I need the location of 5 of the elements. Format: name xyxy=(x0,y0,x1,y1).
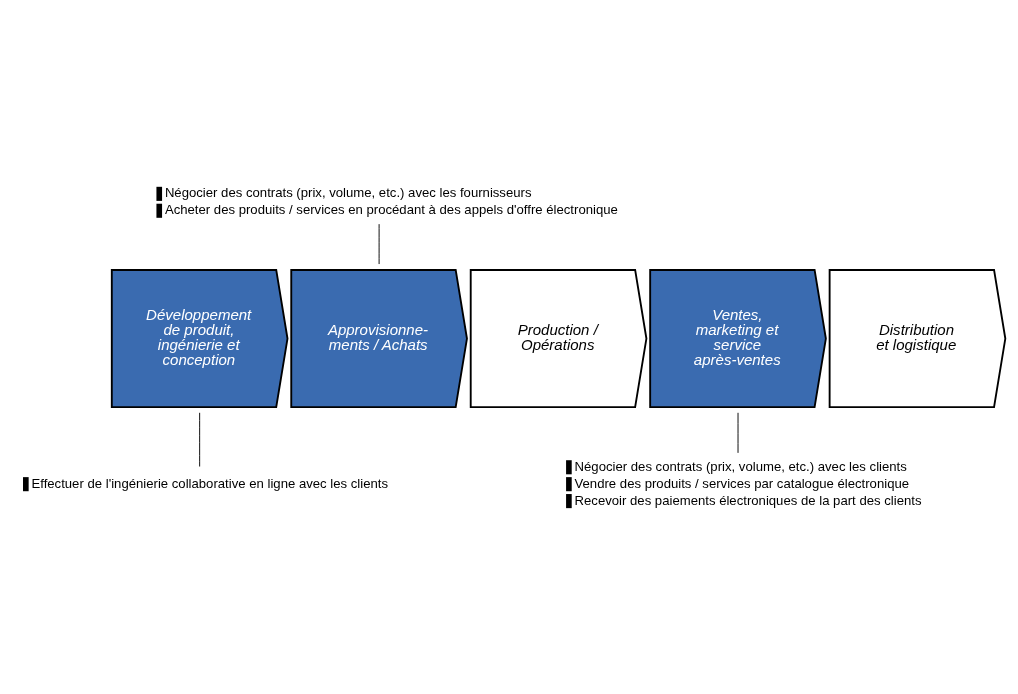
node-box xyxy=(23,477,29,492)
node-text: Négocier des contrats (prix, volume, etc.) avec les clients Vendre des produits / services par catalogue électronique Recevoir des paiements électroniques de la part des clients xyxy=(574,458,922,508)
node-text: Négocier des contrats (prix, volume, etc.) avec les fournisseurs Acheter des produits / services en procédant à des appels d'offre électronique xyxy=(164,185,618,218)
node-label: Effectuer de l'ingénierie collaborative en ligne avec les clients xyxy=(31,475,389,491)
connector xyxy=(199,412,201,467)
